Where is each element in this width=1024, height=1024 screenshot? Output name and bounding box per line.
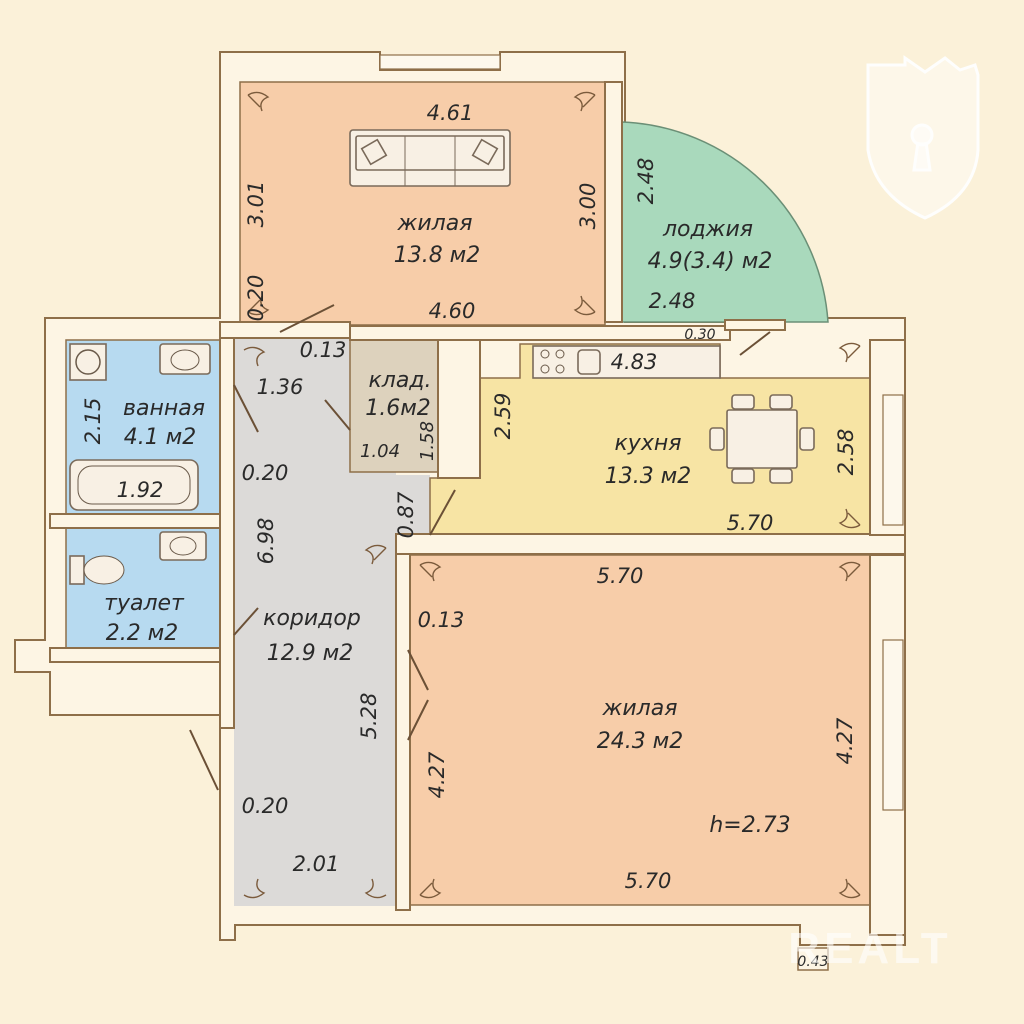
dim-5-70-kitchen: 5.70 — [727, 511, 774, 535]
dim-5-70-living-top: 5.70 — [597, 564, 644, 588]
dim-1-92: 1.92 — [117, 478, 164, 502]
living-small-area: 13.8 м2 — [394, 243, 481, 268]
dim-0-13-top: 0.13 — [300, 338, 347, 362]
dim-2-59: 2.59 — [491, 393, 515, 440]
dim-4-61: 4.61 — [427, 101, 474, 125]
room-loggia — [621, 121, 829, 323]
dim-0-20-bottom: 0.20 — [242, 794, 289, 818]
dim-1-36: 1.36 — [257, 375, 304, 399]
toilet-icon — [69, 555, 125, 585]
living-large-area: 24.3 м2 — [597, 729, 684, 754]
windows — [379, 54, 904, 811]
loggia-area: 4.9(3.4) м2 — [648, 249, 773, 274]
kitchen-area: 13.3 м2 — [605, 464, 692, 489]
dim-0-13-living: 0.13 — [418, 608, 465, 632]
shield-keyhole-icon — [866, 55, 980, 220]
storage-name: клад. — [368, 368, 431, 393]
doors — [189, 304, 771, 791]
stove-icon — [540, 349, 565, 374]
storage-area: 1.6м2 — [365, 396, 431, 421]
kitchen-counter — [532, 345, 721, 379]
loggia-name: лоджия — [662, 217, 753, 242]
dim-2-48-horizontal: 2.48 — [649, 289, 696, 313]
toilet-name: туалет — [104, 591, 185, 616]
sink-icon — [159, 343, 211, 375]
dim-1-04: 1.04 — [360, 441, 400, 462]
dim-3-00: 3.00 — [576, 183, 600, 230]
dim-0-43: 0.43 — [797, 954, 828, 970]
ceiling-height: h=2.73 — [709, 813, 790, 838]
room-living-small — [239, 81, 606, 326]
dim-2-01: 2.01 — [293, 852, 340, 876]
corridor-name: коридор — [263, 606, 361, 631]
corridor-area: 12.9 м2 — [267, 641, 354, 666]
dim-5-70-living-bottom: 5.70 — [625, 869, 672, 893]
dim-0-20-top: 0.20 — [244, 275, 268, 322]
room-living-large — [409, 554, 871, 906]
bathtub-icon — [69, 459, 199, 511]
dim-4-83: 4.83 — [611, 350, 658, 374]
dim-4-27-right: 4.27 — [833, 717, 857, 764]
dim-4-27-left: 4.27 — [425, 751, 449, 798]
living-small-name: жилая — [397, 211, 473, 236]
dim-0-87: 0.87 — [394, 491, 418, 538]
dim-3-01: 3.01 — [244, 181, 268, 228]
kitchen-name: кухня — [615, 431, 682, 456]
dim-4-60: 4.60 — [429, 299, 476, 323]
dining-table-icon — [709, 394, 815, 484]
dim-2-15: 2.15 — [81, 398, 105, 445]
corridor-top — [234, 338, 430, 906]
dim-2-48-vertical: 2.48 — [634, 158, 658, 205]
dim-5-28: 5.28 — [357, 693, 381, 740]
toilet-area: 2.2 м2 — [106, 621, 179, 646]
bath-area: 4.1 м2 — [124, 425, 197, 450]
dim-2-58: 2.58 — [834, 429, 858, 476]
ornaments — [243, 91, 861, 899]
sofa-icon — [349, 129, 511, 187]
dim-0-20-mid: 0.20 — [242, 461, 289, 485]
washing-machine-icon — [69, 343, 107, 381]
dim-0-30: 0.30 — [684, 327, 715, 343]
balcony-stub — [797, 947, 829, 971]
bath-name: ванная — [123, 396, 205, 421]
dim-1-58: 1.58 — [417, 421, 438, 461]
toilet-sink-icon — [159, 531, 207, 561]
watermark-logo: REALT — [788, 924, 951, 973]
dim-6-98: 6.98 — [254, 518, 278, 565]
living-large-name: жилая — [602, 696, 678, 721]
